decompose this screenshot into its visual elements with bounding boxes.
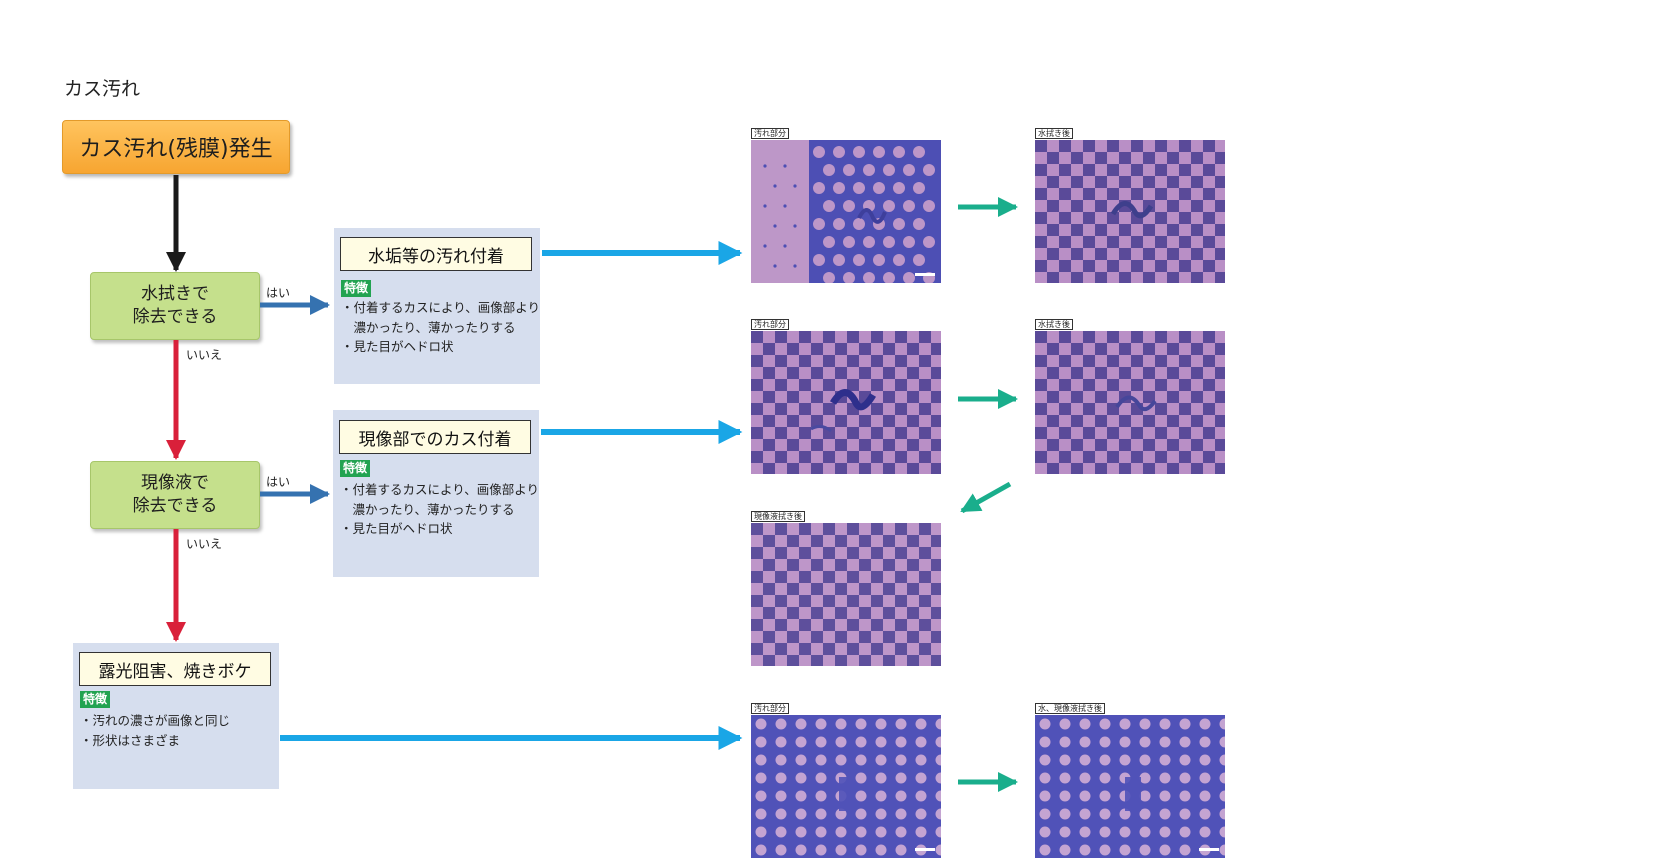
photo-label: 水拭き後 xyxy=(1035,319,1073,330)
start-node: カス汚れ(残膜)発生 xyxy=(62,120,290,174)
decision-line: 除去できる xyxy=(132,307,218,327)
decision-line: 水拭きで xyxy=(140,284,209,304)
bullet: ・見た目がヘドロ状 xyxy=(341,339,454,354)
decision-line: 除去できる xyxy=(132,496,218,516)
photo-label: 水、現像液拭き後 xyxy=(1035,703,1105,714)
no-label-2: いいえ xyxy=(186,537,223,551)
photo-water-wiped-2: 水拭き後 xyxy=(1035,312,1225,474)
photo-image-checker xyxy=(1035,140,1225,283)
panel-description: ・汚れの濃さが画像と同じ ・形状はさまざま xyxy=(80,711,230,750)
photo-dirty-1: 汚れ部分 xyxy=(751,121,941,283)
photo-label: 現像液拭き後 xyxy=(751,511,805,522)
panel-description: ・付着するカスにより、画像部より 濃かったり、薄かったりする ・見た目がヘドロ状 xyxy=(340,480,539,539)
bullet: 濃かったり、薄かったりする xyxy=(341,319,516,335)
panel-title: 水垢等の汚れ付着 xyxy=(340,237,532,271)
photo-image-partial-dots xyxy=(751,140,941,283)
bullet: ・付着するカスにより、画像部より xyxy=(340,482,540,497)
page-title: カス汚れ xyxy=(64,78,141,100)
bullet: ・形状はさまざま xyxy=(80,732,181,748)
panel-developer-residue: 現像部でのカス付着 特徴 ・付着するカスにより、画像部より 濃かったり、薄かった… xyxy=(333,410,539,577)
yes-label-2: はい xyxy=(266,475,291,489)
photo-label: 水拭き後 xyxy=(1035,128,1073,139)
yes-label-1: はい xyxy=(266,286,291,300)
photo-dirty-3: 汚れ部分 xyxy=(751,696,941,858)
photo-image-dots xyxy=(751,715,941,858)
decision-water-wipe: 水拭きで除去できる xyxy=(90,272,260,340)
no-label-1: いいえ xyxy=(186,348,223,362)
arrow-photo-diagonal xyxy=(960,481,1012,514)
bullet: ・付着するカスにより、画像部より xyxy=(341,300,541,315)
feature-badge: 特徴 xyxy=(341,280,372,297)
panel-title: 現像部でのカス付着 xyxy=(339,420,531,454)
panel-water-stain: 水垢等の汚れ付着 特徴 ・付着するカスにより、画像部より 濃かったり、薄かったり… xyxy=(334,228,540,384)
photo-both-wiped: 水、現像液拭き後 xyxy=(1035,696,1225,858)
panel-description: ・付着するカスにより、画像部より 濃かったり、薄かったりする ・見た目がヘドロ状 xyxy=(341,298,540,357)
photo-developer-wiped: 現像液拭き後 xyxy=(751,504,941,666)
photo-label: 汚れ部分 xyxy=(751,703,789,714)
feature-badge: 特徴 xyxy=(340,460,371,477)
photo-label: 汚れ部分 xyxy=(751,319,789,330)
photo-image-checker xyxy=(1035,331,1225,474)
photo-image-dots xyxy=(1035,715,1225,858)
photo-dirty-2: 汚れ部分 xyxy=(751,312,941,474)
panel-title: 露光阻害、焼きボケ xyxy=(79,652,271,686)
panel-exposure-blur: 露光阻害、焼きボケ 特徴 ・汚れの濃さが画像と同じ ・形状はさまざま xyxy=(73,643,279,789)
photo-image-checker xyxy=(751,331,941,474)
decision-line: 現像液で xyxy=(140,473,209,493)
feature-badge: 特徴 xyxy=(80,691,111,708)
bullet: 濃かったり、薄かったりする xyxy=(340,501,515,517)
decision-developer: 現像液で除去できる xyxy=(90,461,260,529)
photo-image-checker-clean xyxy=(751,523,941,666)
bullet: ・見た目がヘドロ状 xyxy=(340,521,453,536)
bullet: ・汚れの濃さが画像と同じ xyxy=(80,713,231,728)
photo-label: 汚れ部分 xyxy=(751,128,789,139)
photo-water-wiped-1: 水拭き後 xyxy=(1035,121,1225,283)
